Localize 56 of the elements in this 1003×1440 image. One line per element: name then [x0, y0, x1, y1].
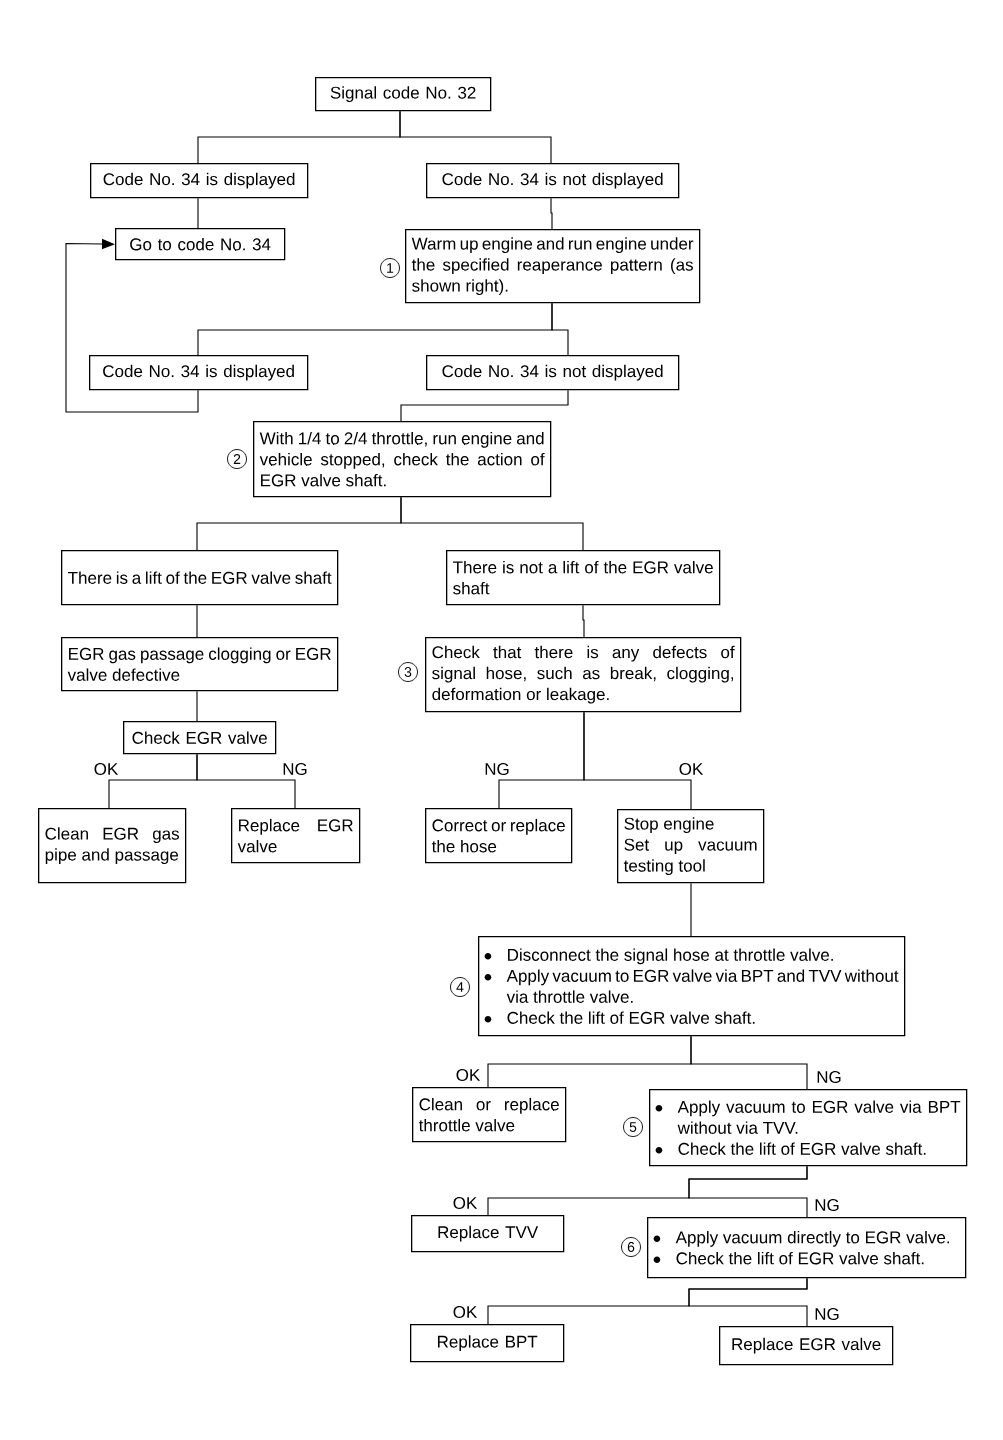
connector-line	[400, 496, 584, 551]
process-box: Code No. 34 is not displayed	[426, 355, 680, 391]
process-box: Replace BPT	[410, 1324, 565, 1363]
connector-line	[550, 197, 553, 230]
edge-label: OK	[454, 1068, 482, 1083]
edge-label: NG	[281, 762, 309, 777]
connector-line	[690, 1035, 808, 1090]
circled-number: 2	[227, 449, 247, 469]
process-box: Disconnect the signal hose at throttle valve. Apply vacuum to EGR valve via BPT and TVV without via throttle valve. Check the lift of EGR valve shaft.	[478, 936, 906, 1037]
process-box: There is a lift of the EGR valve shaft	[61, 550, 339, 606]
edge-label: NG	[813, 1198, 841, 1213]
circled-number: 3	[398, 662, 418, 682]
arrow	[65, 238, 199, 413]
process-box: Signal code No. 32	[315, 77, 492, 112]
edge-label: NG	[483, 762, 511, 777]
process-box: Check that there is any defects of signal hose, such as break, clogging, deformation or leakage.	[425, 637, 742, 713]
process-box: Go to code No. 34	[115, 228, 286, 261]
edge-label: OK	[451, 1196, 479, 1211]
process-box: Clean or replace throttle valve	[412, 1087, 567, 1143]
connector-line	[196, 690, 198, 722]
edge-label: OK	[677, 762, 705, 777]
process-box: Correct or replace the hose	[425, 808, 573, 864]
connector-line	[197, 197, 199, 229]
connector-line	[196, 753, 296, 809]
connector-line	[688, 1277, 808, 1327]
connector-line	[582, 604, 585, 638]
process-box: Replace EGR valve	[719, 1326, 894, 1366]
process-box: There is not a lift of the EGR valve shaft	[446, 550, 721, 606]
edge-label: NG	[813, 1307, 841, 1322]
process-box: Code No. 34 is not displayed	[426, 163, 680, 199]
connector-line	[399, 110, 552, 164]
circled-number: 6	[621, 1237, 641, 1257]
circled-number: 1	[380, 258, 400, 278]
process-box: Replace TVV	[411, 1215, 565, 1253]
connector-line	[690, 882, 692, 937]
process-box: Replace EGR valve	[231, 808, 361, 864]
connector-line	[551, 302, 569, 356]
process-box: Apply vacuum to EGR valve via BPT without via TVV. Check the lift of EGR valve shaft.	[649, 1089, 968, 1167]
process-box: Clean EGR gas pipe and passage	[38, 808, 187, 884]
connector-line	[583, 711, 692, 810]
connector-line	[400, 389, 569, 422]
process-box: With 1/4 to 2/4 throttle, run engine and vehicle stopped, check the action of EGR valve shaft.	[253, 421, 552, 498]
connector-line	[196, 604, 198, 638]
circled-number: 5	[623, 1117, 643, 1137]
edge-label: OK	[92, 762, 120, 777]
process-box: EGR gas passage clogging or EGR valve defective	[61, 637, 339, 692]
process-box: Warm up engine and run engine under the specified reaperance pattern (as shown right).	[405, 229, 701, 304]
edge-label: OK	[451, 1305, 479, 1320]
process-box: Check EGR valve	[123, 721, 277, 755]
edge-label: NG	[815, 1070, 843, 1085]
circled-number: 4	[450, 977, 470, 997]
process-box: Code No. 34 is displayed	[90, 163, 309, 199]
connector-line	[688, 1165, 808, 1218]
process-box: Apply vacuum directly to EGR valve. Check the lift of EGR valve shaft.	[647, 1217, 967, 1279]
process-box: Code No. 34 is displayed	[89, 355, 309, 391]
process-box: Stop engine Set up vacuum testing tool	[617, 809, 765, 884]
